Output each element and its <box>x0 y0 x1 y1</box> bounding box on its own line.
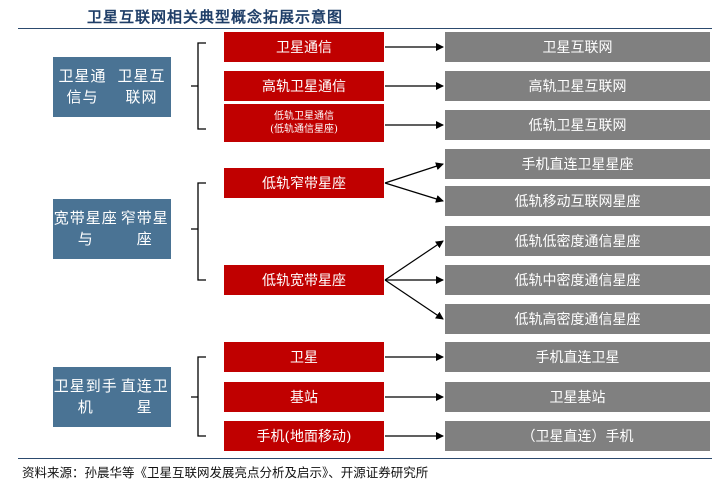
red-box-geo-satellite-comm: 高轨卫星通信 <box>224 71 384 101</box>
red-box-satellite-comm: 卫星通信 <box>224 32 384 62</box>
arrow-g2-2c <box>384 279 444 320</box>
gray-box-satellite-base-station: 卫星基站 <box>445 382 710 412</box>
gray-box-phone-direct-constellation: 手机直连卫星星座 <box>445 149 710 179</box>
red-box-leo-narrowband: 低轨窄带星座 <box>224 168 384 198</box>
bottom-rule <box>18 458 712 459</box>
gray-box-leo-low-density: 低轨低密度通信星座 <box>445 226 710 256</box>
brace-group-1 <box>191 42 206 130</box>
top-rule <box>18 28 712 29</box>
arrow-g2-1b <box>384 182 444 203</box>
red-box-base-station: 基站 <box>224 382 384 412</box>
red-box-phone-ground: 手机(地面移动) <box>224 421 384 451</box>
gray-box-leo-high-density: 低轨高密度通信星座 <box>445 304 710 334</box>
red-box-leo-satellite-comm: 低轨卫星通信 (低轨通信星座) <box>224 104 384 142</box>
red-box-leo-broadband: 低轨宽带星座 <box>224 265 384 295</box>
category-box-satellite-comm: 卫星通信与卫星互联网 <box>53 57 171 117</box>
source-note: 资料来源：孙晨华等《卫星互联网发展亮点分析及启示》、开源证券研究所 <box>22 465 429 480</box>
arrow-g2-2a <box>384 240 444 281</box>
category-box-constellation: 宽带星座与窄带星座 <box>53 199 171 259</box>
gray-box-phone-direct-satellite: 手机直连卫星 <box>445 342 710 372</box>
brace-group-3 <box>191 356 206 437</box>
red-box-leo-line-2: (低轨通信星座) <box>270 124 338 135</box>
brace-group-2 <box>191 182 206 281</box>
gray-box-geo-satellite-internet: 高轨卫星互联网 <box>445 71 710 101</box>
gray-box-direct-phone: （卫星直连）手机 <box>445 421 710 451</box>
gray-box-satellite-internet: 卫星互联网 <box>445 32 710 62</box>
gray-box-leo-satellite-internet: 低轨卫星互联网 <box>445 110 710 140</box>
gray-box-leo-mid-density: 低轨中密度通信星座 <box>445 265 710 295</box>
arrow-g2-1a <box>384 162 444 184</box>
red-box-satellite: 卫星 <box>224 342 384 372</box>
red-box-leo-line-1: 低轨卫星通信 <box>274 111 334 122</box>
category-box-phone-direct: 卫星到手机直连卫星 <box>53 367 171 427</box>
gray-box-leo-mobile-internet: 低轨移动互联网星座 <box>445 186 710 216</box>
diagram-title: 卫星互联网相关典型概念拓展示意图 <box>86 8 343 26</box>
